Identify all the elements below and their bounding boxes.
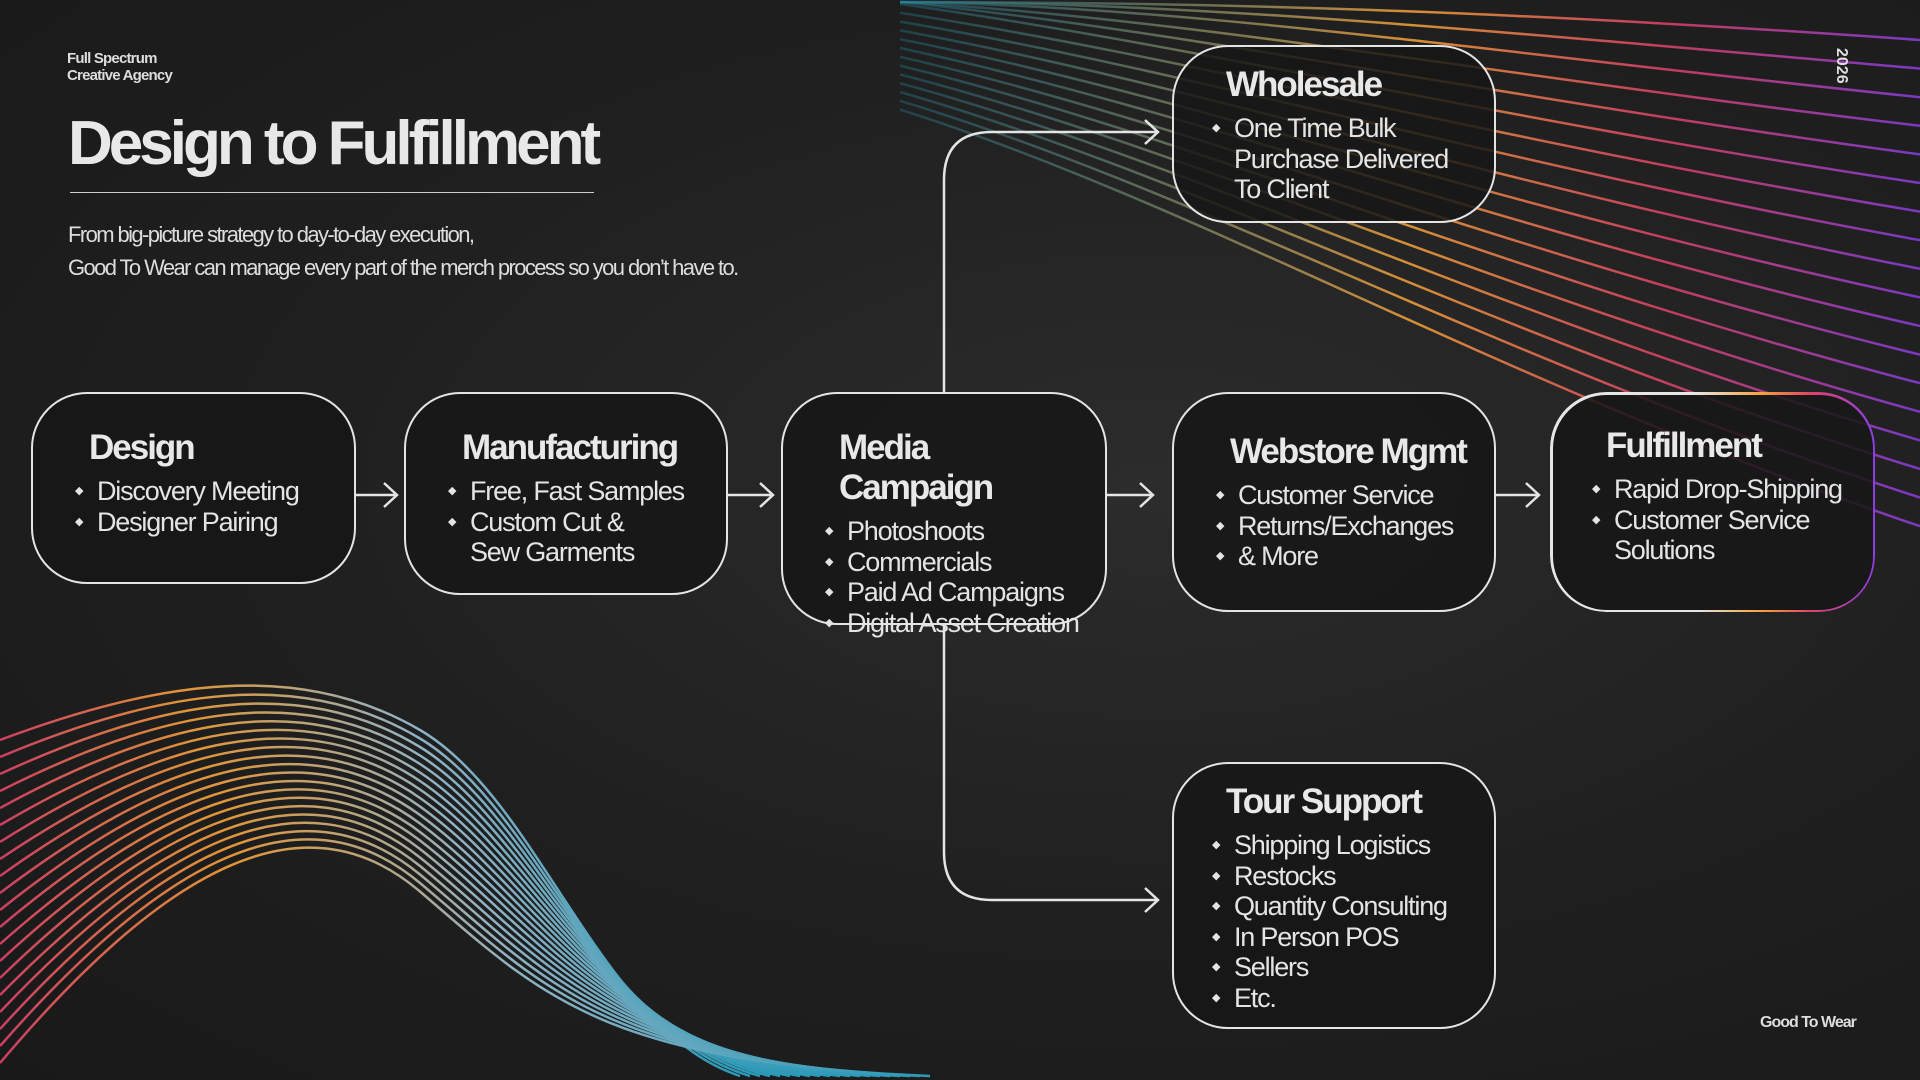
list-item: & More <box>1216 541 1474 572</box>
page-title: Design to Fulfillment <box>68 109 601 178</box>
wave-line <box>899 0 1920 42</box>
agency-label: Full Spectrum Creative Agency <box>67 50 173 84</box>
wave-line <box>899 0 1920 70</box>
list-item: Shipping Logistics <box>1212 830 1474 861</box>
list-item: Custom Cut & <box>448 507 706 538</box>
wave-line <box>0 796 871 1078</box>
list-item: Free, Fast Samples <box>448 476 706 507</box>
list-item: Solutions <box>1614 535 1715 565</box>
list-item: Designer Pairing <box>75 507 334 538</box>
step-title: Webstore Mgmt <box>1230 432 1468 471</box>
step-items: PhotoshootsCommercialsPaid Ad CampaignsD… <box>825 516 1085 638</box>
wave-line <box>0 821 901 1078</box>
arrow-icon <box>1144 119 1160 145</box>
list-item: Purchase Delivered <box>1234 143 1449 174</box>
list-item: Sew Garments <box>470 537 635 567</box>
agency-line-1: Full Spectrum <box>67 50 157 67</box>
wave-line <box>899 81 1920 442</box>
subtitle: From big-picture strategy to day-to-day … <box>68 218 739 284</box>
subtitle-line-2: Good To Wear can manage every part of th… <box>68 255 739 280</box>
subtitle-line-1: From big-picture strategy to day-to-day … <box>68 222 475 247</box>
arrow-icon <box>728 482 775 508</box>
step-tour-support: Tour SupportShipping LogisticsRestocksQu… <box>1172 762 1496 1029</box>
step-webstore-mgmt: Webstore MgmtCustomer ServiceReturns/Exc… <box>1172 392 1496 612</box>
step-design: DesignDiscovery MeetingDesigner Pairing <box>31 392 356 584</box>
step-manufacturing: ManufacturingFree, Fast SamplesCustom Cu… <box>404 392 728 595</box>
agency-line-2: Creative Agency <box>67 67 173 84</box>
brand-label: Good To Wear <box>1760 1014 1857 1031</box>
arrow-icon <box>1496 482 1541 508</box>
step-items: Rapid Drop-ShippingCustomer ServiceSolut… <box>1592 474 1855 566</box>
wave-line <box>0 838 921 1078</box>
wave-line <box>899 0 1920 99</box>
step-items: Free, Fast SamplesCustom Cut &Sew Garmen… <box>448 476 706 568</box>
arrow-icon <box>356 482 399 508</box>
year-label: 2026 <box>1833 48 1850 84</box>
step-items: Shipping LogisticsRestocksQuantity Consu… <box>1212 830 1474 1013</box>
connector-to-wholesale <box>942 130 1157 392</box>
list-item: Digital Asset Creation <box>825 608 1085 639</box>
list-item: Sellers <box>1212 952 1474 983</box>
title-divider <box>70 192 594 193</box>
wave-line <box>0 754 821 1078</box>
arrow-icon <box>1107 482 1155 508</box>
arrow-icon <box>1144 887 1160 913</box>
connector-lines <box>356 119 1541 913</box>
list-item: Restocks <box>1212 861 1474 892</box>
list-item: Discovery Meeting <box>75 476 334 507</box>
step-title: Wholesale <box>1226 65 1383 104</box>
list-item: Customer Service <box>1592 505 1855 536</box>
step-items: Discovery MeetingDesigner Pairing <box>75 476 334 537</box>
wave-line <box>0 846 931 1078</box>
wave-line <box>899 73 1920 414</box>
step-fulfillment: FulfillmentRapid Drop-ShippingCustomer S… <box>1550 392 1875 612</box>
list-item: Returns/Exchanges <box>1216 511 1474 542</box>
wave-line <box>0 788 861 1078</box>
step-title: Manufacturing <box>462 428 679 467</box>
step-items: Customer ServiceReturns/Exchanges& More <box>1216 480 1474 572</box>
list-item: In Person POS <box>1212 922 1474 953</box>
list-item: Photoshoots <box>825 516 1085 547</box>
list-item: One Time Bulk <box>1212 113 1474 144</box>
wave-line <box>0 805 881 1078</box>
connector-to-tour <box>942 625 1157 902</box>
list-item: Commercials <box>825 547 1085 578</box>
step-title: Media Campaign <box>839 428 994 507</box>
step-title: Design <box>89 428 196 467</box>
step-title: Tour Support <box>1226 782 1423 821</box>
list-item: To Client <box>1234 174 1329 204</box>
list-item: Rapid Drop-Shipping <box>1592 474 1855 505</box>
wave-line <box>0 813 891 1078</box>
wave-line <box>0 829 911 1078</box>
wave-line <box>0 779 851 1078</box>
list-item: Customer Service <box>1216 480 1474 511</box>
list-item: Etc. <box>1212 983 1474 1014</box>
step-title: Fulfillment <box>1606 426 1763 465</box>
step-media-campaign: Media CampaignPhotoshootsCommercialsPaid… <box>781 392 1107 638</box>
wave-line <box>0 771 841 1078</box>
list-item: Paid Ad Campaigns <box>825 577 1085 608</box>
list-item: Quantity Consulting <box>1212 891 1474 922</box>
